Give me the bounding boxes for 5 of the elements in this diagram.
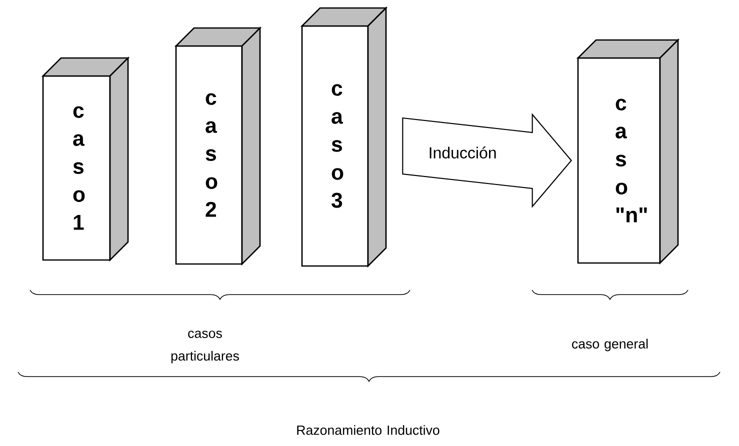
edge-label: Inducción: [430, 146, 496, 158]
label: caso general: [572, 338, 648, 352]
block-arrow: [402, 113, 572, 208]
label: casos particulares: [171, 330, 239, 364]
label: Razonamiento Inductivo: [297, 425, 440, 435]
